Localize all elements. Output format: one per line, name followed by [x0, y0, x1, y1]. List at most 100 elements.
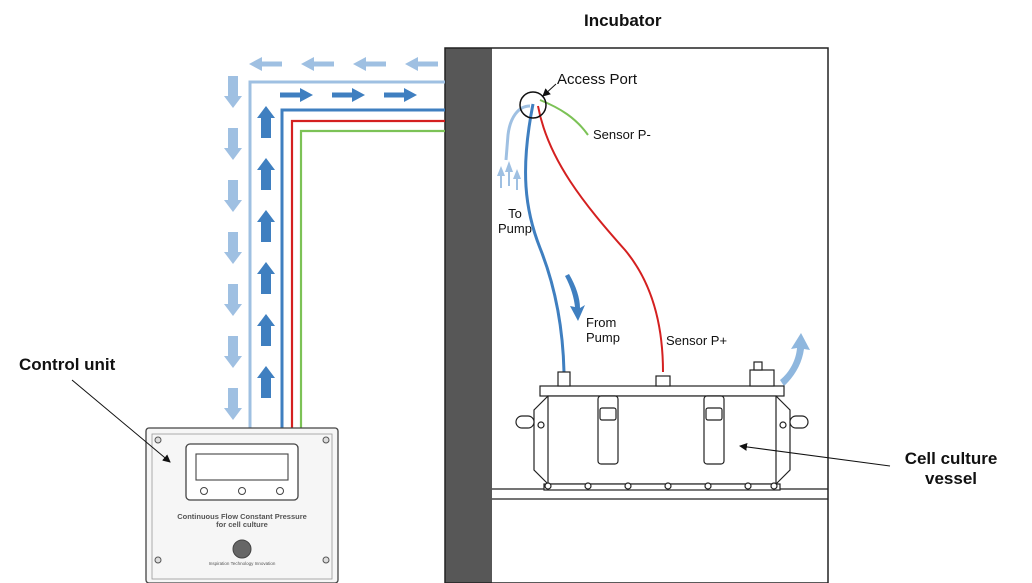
control-unit-label: Control unit	[19, 355, 116, 374]
left-handle	[515, 415, 535, 429]
return-tube	[248, 80, 445, 430]
arrow-icon	[224, 388, 242, 420]
arrow-icon	[224, 76, 242, 108]
vessel-right-bracket	[775, 395, 791, 485]
to-pump-line2: Pump	[498, 220, 532, 236]
right-handle	[789, 415, 809, 429]
control-button[interactable]	[238, 487, 246, 495]
to-pump-line1: To	[508, 206, 522, 221]
inlet-connector	[557, 371, 571, 387]
arrow-icon	[257, 158, 275, 190]
cell-culture-vessel	[515, 361, 809, 491]
arrow-icon	[224, 336, 242, 368]
screw	[664, 482, 672, 490]
sensor-minus-line	[299, 129, 445, 430]
from-pump-label: From Pump	[586, 315, 620, 346]
arrow-icon	[257, 314, 275, 346]
arrow-icon	[280, 88, 313, 102]
sensor-connector	[655, 375, 671, 387]
arrow-icon	[257, 366, 275, 398]
to-pump-tube	[504, 104, 531, 161]
arrow-icon	[780, 333, 810, 386]
supply-tube	[280, 108, 445, 430]
control-button[interactable]	[276, 487, 284, 495]
corner-screw	[322, 556, 330, 564]
logo-icon	[232, 539, 252, 559]
arrow-icon	[353, 57, 386, 71]
sensor-p-minus-label: Sensor P-	[593, 127, 651, 142]
arrow-icon	[224, 180, 242, 212]
corner-screw	[322, 436, 330, 444]
control-unit-pointer	[71, 379, 171, 463]
arrow-icon	[565, 274, 585, 321]
arrow-icon	[301, 57, 334, 71]
outlet-connector	[749, 369, 775, 387]
arrow-icon	[257, 106, 275, 138]
incubator	[444, 47, 829, 583]
incubator-wall	[445, 48, 492, 583]
clamp-right	[703, 395, 725, 465]
device-title-line2: for cell culture	[216, 520, 268, 530]
from-pump-tube	[524, 103, 566, 373]
sensor-plus-line	[290, 119, 445, 430]
incubator-label: Incubator	[584, 11, 662, 30]
arrow-icon	[332, 88, 365, 102]
from-pump-line2: Pump	[586, 329, 620, 345]
outlet-valve	[753, 361, 763, 371]
screw	[779, 421, 787, 429]
arrow-icon	[249, 57, 282, 71]
vessel-left-bracket	[533, 395, 549, 485]
screw	[537, 421, 545, 429]
arrow-icon	[505, 161, 513, 186]
access-port-label: Access Port	[557, 71, 638, 88]
corner-screw	[154, 436, 162, 444]
arrow-icon	[384, 88, 417, 102]
return-flow-arrows	[224, 57, 438, 420]
screw	[624, 482, 632, 490]
control-button[interactable]	[200, 487, 208, 495]
arrow-icon	[257, 210, 275, 242]
arrow-icon	[513, 169, 521, 190]
screw	[744, 482, 752, 490]
incubator-chamber	[444, 47, 829, 583]
access-port-marker	[519, 91, 547, 119]
screw	[704, 482, 712, 490]
clamp-left-lever	[599, 407, 617, 421]
from-pump-line1: From	[586, 315, 617, 330]
arrow-icon	[224, 284, 242, 316]
sensor-p-plus-label: Sensor P+	[666, 333, 728, 348]
display-screen	[195, 453, 289, 481]
internal-tubing	[497, 83, 810, 386]
sensor-plus-tube	[537, 105, 664, 373]
cell-culture-vessel-label: Cell culture vessel	[892, 449, 1010, 488]
screw	[584, 482, 592, 490]
arrow-icon	[224, 128, 242, 160]
device-title-line1: Continuous Flow Constant Pressure	[177, 512, 307, 521]
access-port-pointer	[542, 83, 557, 97]
arrow-icon	[224, 232, 242, 264]
cell-culture-line2: vessel	[925, 468, 977, 488]
device-logo-text: Inspiration Technology Innovation	[208, 561, 276, 566]
vessel-base	[543, 483, 781, 491]
arrow-icon	[405, 57, 438, 71]
device-title: Continuous Flow Constant Pressure for ce…	[160, 512, 324, 530]
control-unit-panel	[151, 433, 333, 580]
control-unit	[145, 427, 339, 583]
vessel-body	[547, 395, 777, 485]
to-pump-label: To Pump	[498, 206, 532, 237]
clamp-right-lever	[705, 407, 723, 421]
cell-culture-line1: Cell culture	[904, 449, 998, 468]
arrow-icon	[497, 166, 505, 188]
sensor-minus-tube	[539, 99, 589, 136]
supply-flow-arrows	[257, 88, 417, 398]
clamp-left	[597, 395, 619, 465]
vessel-pointer	[739, 442, 891, 467]
corner-screw	[154, 556, 162, 564]
external-tubing	[248, 80, 445, 430]
screw	[544, 482, 552, 490]
vessel-top-plate	[539, 385, 785, 397]
arrow-icon	[257, 262, 275, 294]
screw	[770, 482, 778, 490]
